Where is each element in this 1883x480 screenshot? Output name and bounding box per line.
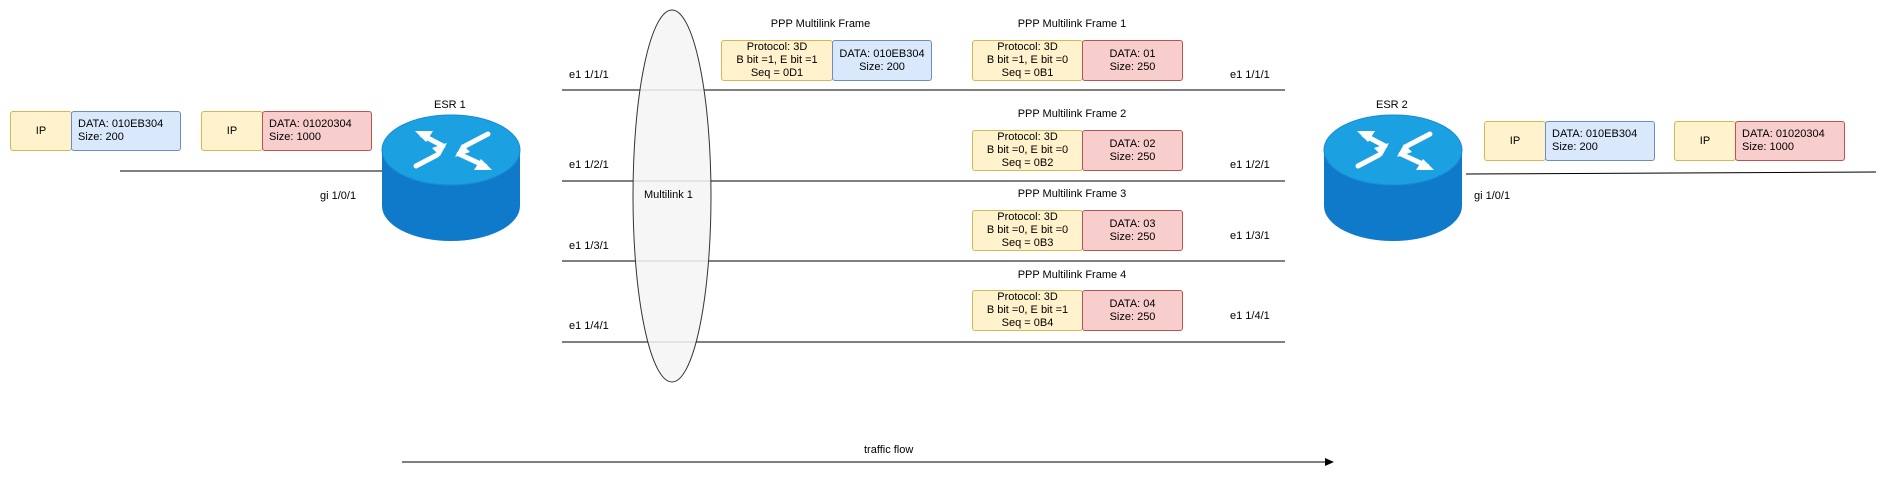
traffic-flow-label: traffic flow bbox=[864, 444, 914, 456]
protocol-label: Protocol: 3D bbox=[746, 41, 808, 53]
protocol-label: Protocol: 3D bbox=[997, 211, 1058, 223]
ip-label: IP bbox=[1509, 134, 1521, 147]
frame1-title: PPP Multilink Frame 1 bbox=[1017, 18, 1127, 30]
packet1-data: DATA: 010EB304 Size: 200 bbox=[71, 111, 181, 151]
link2-right-label: e1 1/2/1 bbox=[1230, 159, 1270, 171]
link1-left-label: e1 1/1/1 bbox=[569, 69, 609, 81]
ip-label: IP bbox=[226, 124, 238, 137]
seq-label: Seq = 0B3 bbox=[1001, 237, 1054, 249]
size-label: Size: 250 bbox=[1109, 310, 1156, 323]
esr1-label: ESR 1 bbox=[434, 99, 466, 111]
packet2-data: DATA: 01020304 Size: 1000 bbox=[262, 111, 372, 151]
frame0-header: Protocol: 3D B bit =1, E bit =1 Seq = 0D… bbox=[721, 40, 833, 81]
frame2-data: DATA: 02 Size: 250 bbox=[1082, 130, 1183, 171]
frame3-data: DATA: 03 Size: 250 bbox=[1082, 210, 1183, 251]
esr2-port-label: gi 1/0/1 bbox=[1474, 190, 1511, 202]
frame3-header: Protocol: 3D B bit =0, E bit =0 Seq = 0B… bbox=[972, 210, 1083, 251]
data-label: DATA: 01020304 bbox=[1742, 128, 1825, 140]
bits-label: B bit =1, E bit =1 bbox=[736, 54, 818, 66]
traffic-flow-arrow bbox=[402, 458, 1334, 466]
ip-label: IP bbox=[1699, 134, 1711, 147]
size-label: Size: 250 bbox=[1109, 230, 1156, 243]
data-label: DATA: 03 bbox=[1109, 217, 1156, 230]
frame4-data: DATA: 04 Size: 250 bbox=[1082, 290, 1183, 331]
link3-left-label: e1 1/3/1 bbox=[569, 240, 609, 252]
data-label: DATA: 010EB304 bbox=[1552, 128, 1638, 140]
frame0-data: DATA: 010EB304 Size: 200 bbox=[832, 40, 932, 81]
data-label: DATA: 04 bbox=[1109, 297, 1156, 310]
packet1-data-right: DATA: 010EB304 Size: 200 bbox=[1545, 121, 1655, 161]
size-label: Size: 200 bbox=[859, 60, 905, 73]
protocol-label: Protocol: 3D bbox=[997, 41, 1058, 53]
frame2-title: PPP Multilink Frame 2 bbox=[1017, 108, 1127, 120]
frame0-title: PPP Multilink Frame bbox=[770, 18, 871, 30]
seq-label: Seq = 0D1 bbox=[750, 67, 804, 79]
packet1-ip-header: IP bbox=[10, 111, 72, 151]
data-label: DATA: 01020304 bbox=[269, 118, 352, 130]
link4-left-label: e1 1/4/1 bbox=[569, 320, 609, 332]
bits-label: B bit =0, E bit =0 bbox=[986, 144, 1069, 156]
data-label: DATA: 02 bbox=[1109, 137, 1156, 150]
bits-label: B bit =0, E bit =1 bbox=[986, 304, 1069, 316]
packet2-data-right: DATA: 01020304 Size: 1000 bbox=[1735, 121, 1845, 161]
frame4-title: PPP Multilink Frame 4 bbox=[1017, 269, 1127, 281]
frame4-header: Protocol: 3D B bit =0, E bit =1 Seq = 0B… bbox=[972, 290, 1083, 331]
ip-label: IP bbox=[35, 124, 47, 137]
size-label: Size: 1000 bbox=[1742, 141, 1794, 153]
packet1-ip-header-right: IP bbox=[1484, 121, 1546, 161]
bits-label: B bit =0, E bit =0 bbox=[986, 224, 1069, 236]
multilink-ellipse bbox=[632, 9, 712, 383]
link3-right-label: e1 1/3/1 bbox=[1230, 230, 1270, 242]
frame3-title: PPP Multilink Frame 3 bbox=[1017, 188, 1127, 200]
seq-label: Seq = 0B1 bbox=[1001, 67, 1054, 79]
esr1-port-label: gi 1/0/1 bbox=[320, 190, 357, 202]
packet2-ip-header: IP bbox=[201, 111, 263, 151]
protocol-label: Protocol: 3D bbox=[997, 131, 1058, 143]
frame2-header: Protocol: 3D B bit =0, E bit =0 Seq = 0B… bbox=[972, 130, 1083, 171]
seq-label: Seq = 0B4 bbox=[1001, 317, 1054, 329]
size-label: Size: 1000 bbox=[269, 131, 321, 143]
esr2-gi-link bbox=[1465, 171, 1877, 175]
link4-right-label: e1 1/4/1 bbox=[1230, 310, 1270, 322]
size-label: Size: 200 bbox=[1552, 141, 1598, 153]
packet2-ip-header-right: IP bbox=[1674, 121, 1736, 161]
size-label: Size: 250 bbox=[1109, 150, 1156, 163]
bits-label: B bit =1, E bit =0 bbox=[986, 54, 1069, 66]
esr2-label: ESR 2 bbox=[1376, 99, 1408, 111]
seq-label: Seq = 0B2 bbox=[1001, 157, 1054, 169]
frame1-data: DATA: 01 Size: 250 bbox=[1082, 40, 1183, 81]
link2-left-label: e1 1/2/1 bbox=[569, 159, 609, 171]
link1-right-label: e1 1/1/1 bbox=[1230, 69, 1270, 81]
size-label: Size: 250 bbox=[1109, 60, 1156, 73]
esr2-router-icon bbox=[1323, 114, 1463, 241]
multilink-label: Multilink 1 bbox=[644, 189, 693, 201]
protocol-label: Protocol: 3D bbox=[997, 291, 1058, 303]
data-label: DATA: 01 bbox=[1109, 47, 1156, 60]
size-label: Size: 200 bbox=[78, 131, 124, 143]
data-label: DATA: 010EB304 bbox=[78, 118, 164, 130]
frame1-header: Protocol: 3D B bit =1, E bit =0 Seq = 0B… bbox=[972, 40, 1083, 81]
esr1-router-icon bbox=[381, 114, 521, 241]
data-label: DATA: 010EB304 bbox=[839, 47, 925, 60]
